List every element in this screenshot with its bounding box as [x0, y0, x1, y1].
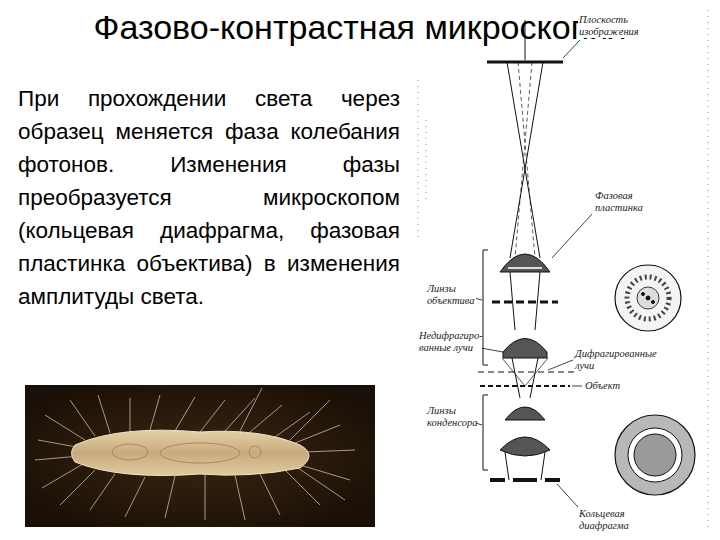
- leader-lines: [466, 40, 592, 507]
- part-label: Плоскость изображения: [578, 14, 652, 38]
- part-label: Объект: [584, 380, 621, 392]
- slide-title: Фазово-контрастная микроскопия: [94, 8, 627, 47]
- part-label: Линзы конденсора: [426, 405, 476, 429]
- part-label: Кольцевая диафрагма: [578, 508, 662, 532]
- micrograph: [25, 385, 375, 527]
- part-label: Дифрагированные лучи: [574, 348, 658, 372]
- optical-scheme: [478, 20, 695, 495]
- body-text: При прохождении света через образец меня…: [18, 82, 400, 313]
- part-label: Фазовая пластинка: [594, 190, 658, 214]
- part-label: Линзы объектива: [426, 283, 476, 307]
- scan-noise: [418, 10, 708, 530]
- part-label: Недифрагиро- ванные лучи: [418, 330, 482, 354]
